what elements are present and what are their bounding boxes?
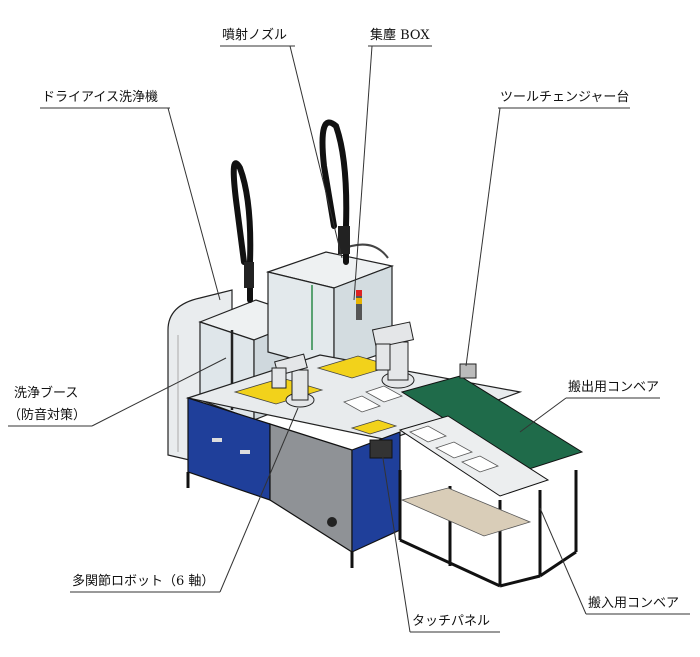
label-spray-nozzle: 噴射ノズル xyxy=(222,28,288,43)
label-booth-line2: （防音対策） xyxy=(8,408,87,423)
leader-lines xyxy=(8,45,690,633)
label-out-conveyor: 搬出用コンベア xyxy=(568,380,660,395)
label-tool-changer: ツールチェンジャー台 xyxy=(500,90,630,105)
nozzle-hose-right xyxy=(319,119,350,265)
shelf-board xyxy=(400,487,532,537)
power-switch xyxy=(327,517,337,527)
label-robot: 多関節ロボット（6 軸） xyxy=(72,574,215,589)
work-pieces xyxy=(343,385,499,473)
touch-panel xyxy=(369,439,393,459)
signal-tower xyxy=(356,290,362,320)
label-in-conveyor: 搬入用コンベア xyxy=(588,596,680,611)
label-touch-panel: タッチパネル xyxy=(412,614,491,629)
yellow-tray-front xyxy=(350,419,398,435)
label-dust-box: 集塵 BOX xyxy=(370,28,430,43)
label-dry-ice-cleaner: ドライアイス洗浄機 xyxy=(42,90,158,105)
nozzle-hose-left xyxy=(230,160,254,303)
robot-right xyxy=(371,321,415,389)
robot-left xyxy=(271,353,315,408)
label-booth-line1: 洗浄ブース xyxy=(14,386,79,401)
base-front-grey xyxy=(269,423,353,554)
tool-changer-stand xyxy=(459,363,477,379)
